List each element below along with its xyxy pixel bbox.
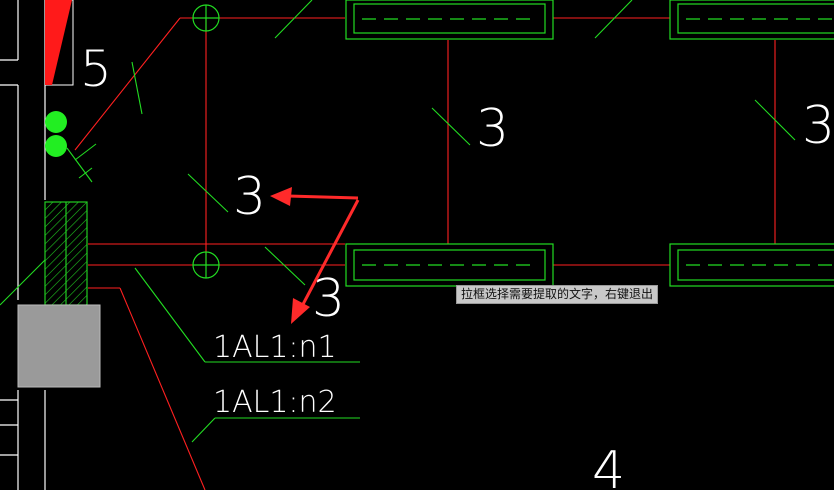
- circuit-label-1al1-n1[interactable]: 1AL1:n1: [213, 330, 337, 365]
- green-dot-markers: [45, 111, 67, 157]
- circuit-count-label-b[interactable]: 3: [476, 99, 509, 159]
- red-triangle-marker: [44, 0, 74, 86]
- left-wall: [0, 0, 46, 490]
- gray-equipment-block: [17, 304, 101, 388]
- circuit-number-5[interactable]: 5: [80, 40, 112, 98]
- hatched-column: [44, 201, 88, 306]
- circuit-count-label-c[interactable]: 3: [802, 96, 834, 156]
- circuit-count-label-a[interactable]: 3: [233, 167, 266, 227]
- circuit-label-1al1-n2[interactable]: 1AL1:n2: [213, 385, 337, 420]
- junction-circles: [192, 4, 220, 279]
- selection-hint-tooltip: 拉框选择需要提取的文字，右键退出: [456, 285, 659, 304]
- wire-tick-marks: [0, 0, 796, 443]
- red-pointer-arrows: [270, 187, 360, 324]
- light-fixtures: [345, 0, 834, 287]
- circuit-count-label-bottom[interactable]: 4: [592, 441, 625, 490]
